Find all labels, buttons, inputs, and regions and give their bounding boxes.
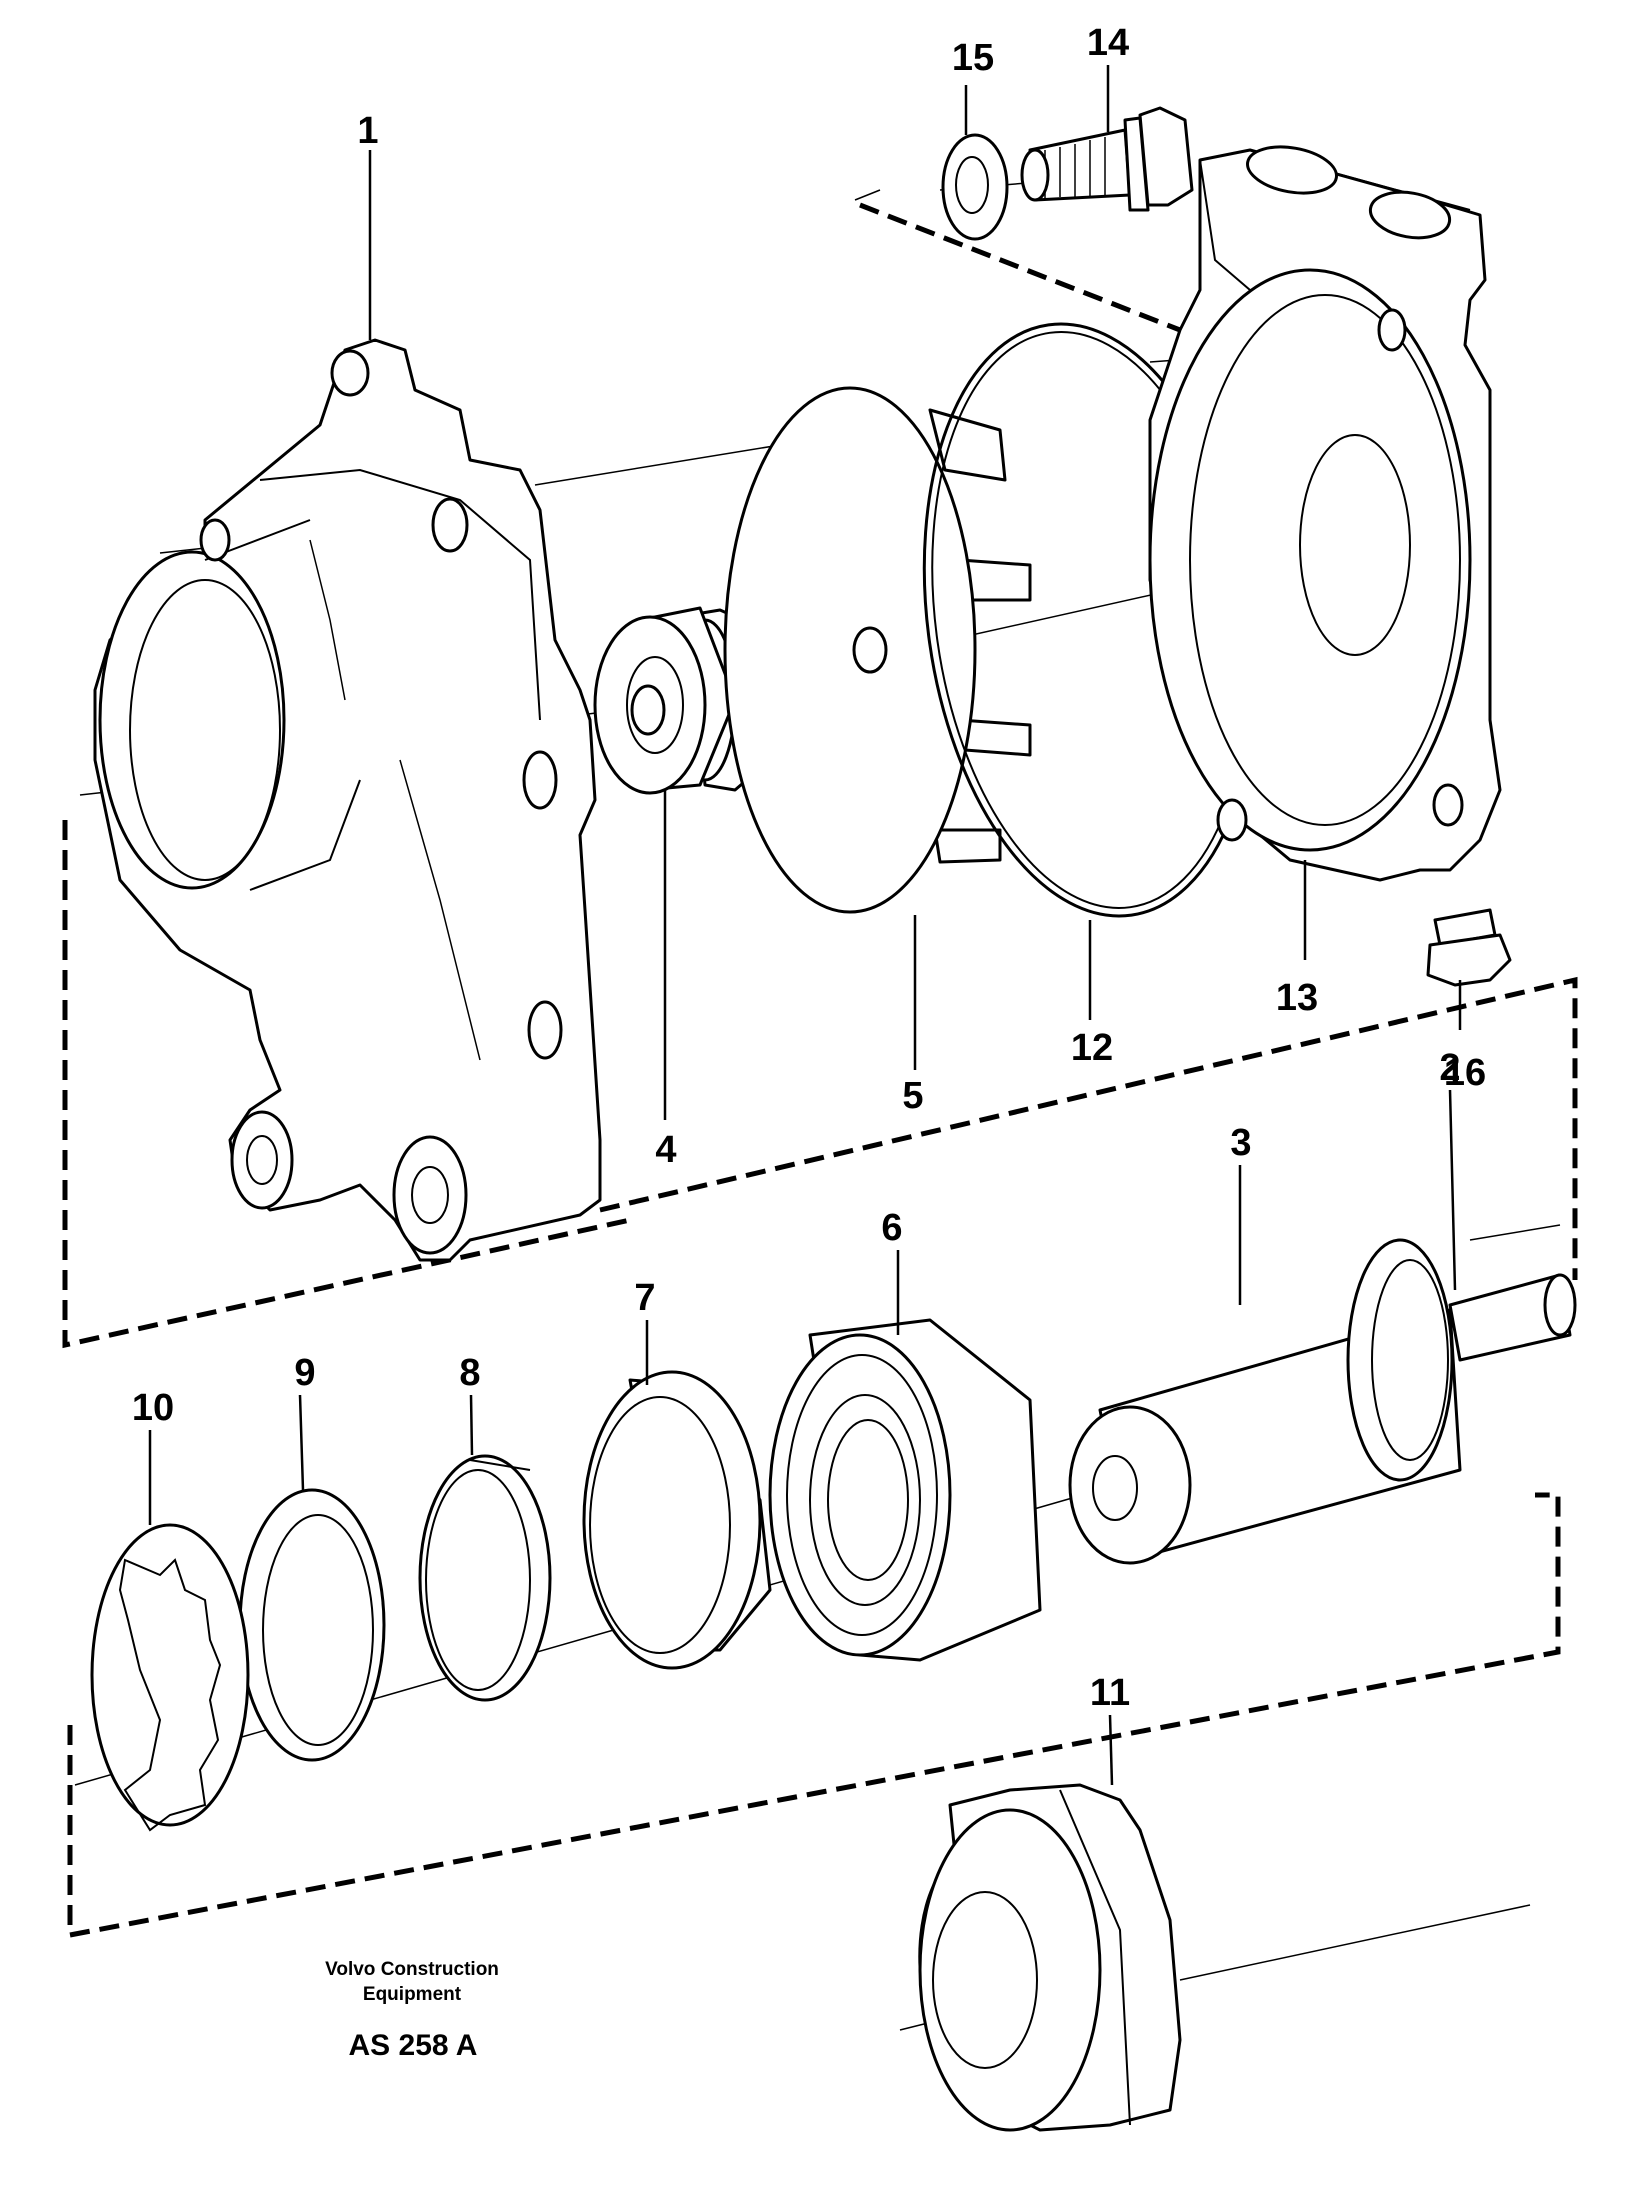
alignment-brackets: [62, 189, 1578, 1939]
callout-3: 3: [1230, 1122, 1251, 1164]
part-15-washer: [941, 133, 1009, 241]
part-14-bolt: [1020, 106, 1194, 212]
callout-9: 9: [294, 1352, 315, 1394]
part-2-shaft: [1448, 1273, 1577, 1362]
part-7-seal-ring: [582, 1370, 772, 1670]
callout-5: 5: [902, 1075, 923, 1117]
callout-14: 14: [1087, 22, 1129, 64]
callout-4: 4: [655, 1129, 676, 1171]
callout-8: 8: [459, 1352, 480, 1394]
callout-10: 10: [132, 1387, 174, 1429]
callout-12: 12: [1071, 1027, 1113, 1069]
figure-caption: Volvo Construction Equipment AS 258 A: [325, 1959, 499, 2062]
callout-7: 7: [634, 1277, 655, 1319]
callout-labels: 1 15 14 4 5 12 13 16 2 3 6 7 8 9 10 11: [132, 22, 1486, 1714]
callout-6: 6: [881, 1207, 902, 1249]
callout-16: 16: [1444, 1052, 1486, 1094]
part-11-pulley: [918, 1783, 1182, 2132]
part-16-drain-plug: [1426, 908, 1512, 987]
callout-2: 2: [1439, 1047, 1460, 1089]
brand-line-2: Equipment: [363, 1984, 462, 2005]
part-6-bearing: [768, 1318, 1042, 1662]
part-9-retaining-ring: [238, 1488, 386, 1762]
part-8-spacer-ring: [418, 1454, 552, 1702]
figure-code: AS 258 A: [349, 2029, 478, 2062]
brand-line-1: Volvo Construction: [325, 1959, 499, 1980]
part-5-impeller: [723, 386, 1032, 914]
leader-lines: [148, 65, 1462, 1786]
part-1-pump-housing: [93, 338, 602, 1262]
callout-1: 1: [357, 110, 378, 152]
part-10-circlip: [90, 1523, 250, 1832]
part-13-pump-cover: [1148, 145, 1502, 882]
callout-11: 11: [1090, 1672, 1130, 1714]
callout-15: 15: [952, 37, 994, 79]
callout-13: 13: [1276, 977, 1318, 1019]
part-3-bearing-sleeve: [1068, 1238, 1462, 1565]
